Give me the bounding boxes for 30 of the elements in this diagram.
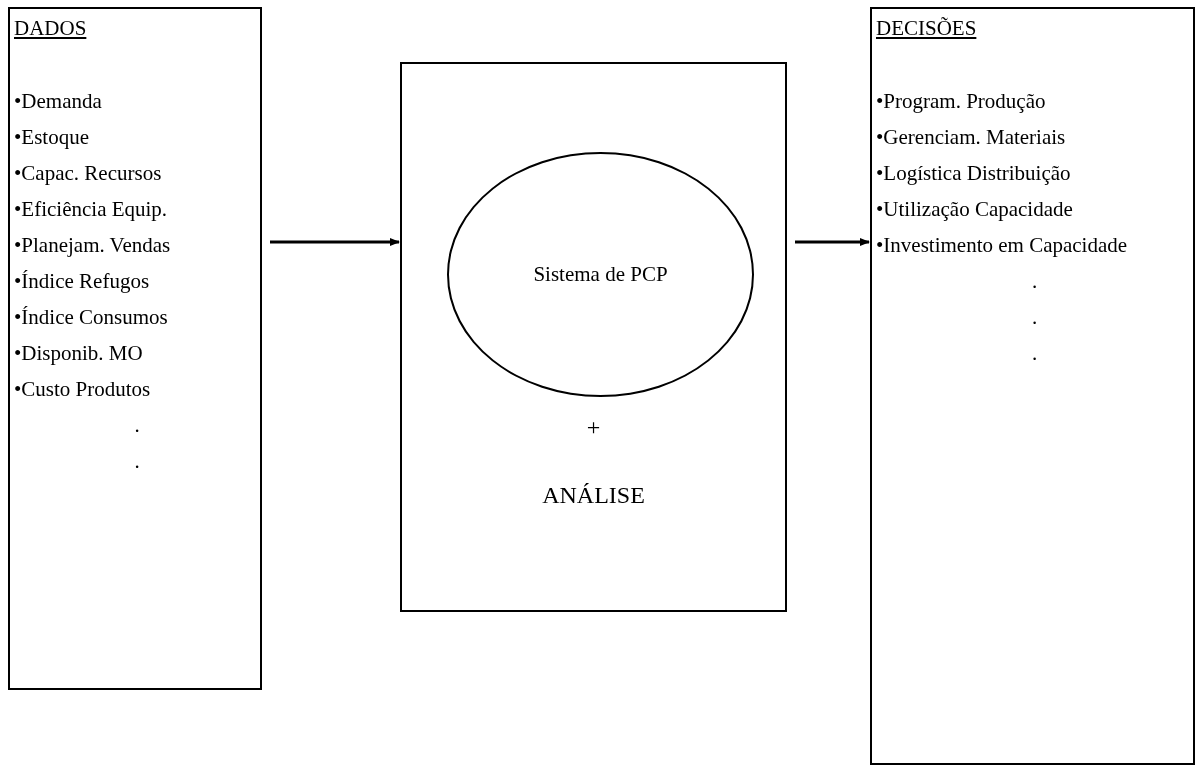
ellipsis-dot: .	[134, 447, 140, 475]
list-item: •Gerenciam. Materiais	[876, 123, 1067, 151]
list-box	[870, 7, 1195, 765]
ellipsis-dot: .	[1031, 303, 1038, 331]
list-item: •Demanda	[14, 87, 103, 115]
list-item: •Estoque	[14, 123, 90, 151]
list-item: •Logística Distribuição	[876, 159, 1072, 187]
list-box	[8, 7, 262, 690]
list-item: •Disponib. MO	[14, 339, 144, 367]
heading: DECISÕES	[876, 15, 977, 42]
heading: DADOS	[14, 15, 87, 42]
list-item: •Planejam. Vendas	[14, 231, 172, 259]
list-item: •Índice Consumos	[14, 303, 169, 331]
list-item: •Utilização Capacidade	[876, 195, 1074, 223]
arrow	[270, 238, 400, 246]
node-label: Sistema de PCP	[533, 260, 668, 288]
node-label: +	[586, 413, 601, 442]
list-item: •Custo Produtos	[14, 375, 152, 403]
list-item: •Investimento em Capacidade	[876, 231, 1129, 259]
list-item: •Índice Refugos	[14, 267, 151, 295]
ellipsis-dot: .	[1031, 339, 1038, 367]
list-item: •Program. Produção	[876, 87, 1047, 115]
ellipsis-dot: .	[134, 411, 140, 439]
node-label: ANÁLISE	[542, 481, 645, 510]
process-box	[400, 62, 787, 612]
arrow	[795, 238, 870, 246]
ellipsis-dot: .	[1031, 267, 1038, 295]
ellipse	[447, 152, 754, 397]
list-item: •Eficiência Equip.	[14, 195, 169, 223]
list-item: •Capac. Recursos	[14, 159, 163, 187]
